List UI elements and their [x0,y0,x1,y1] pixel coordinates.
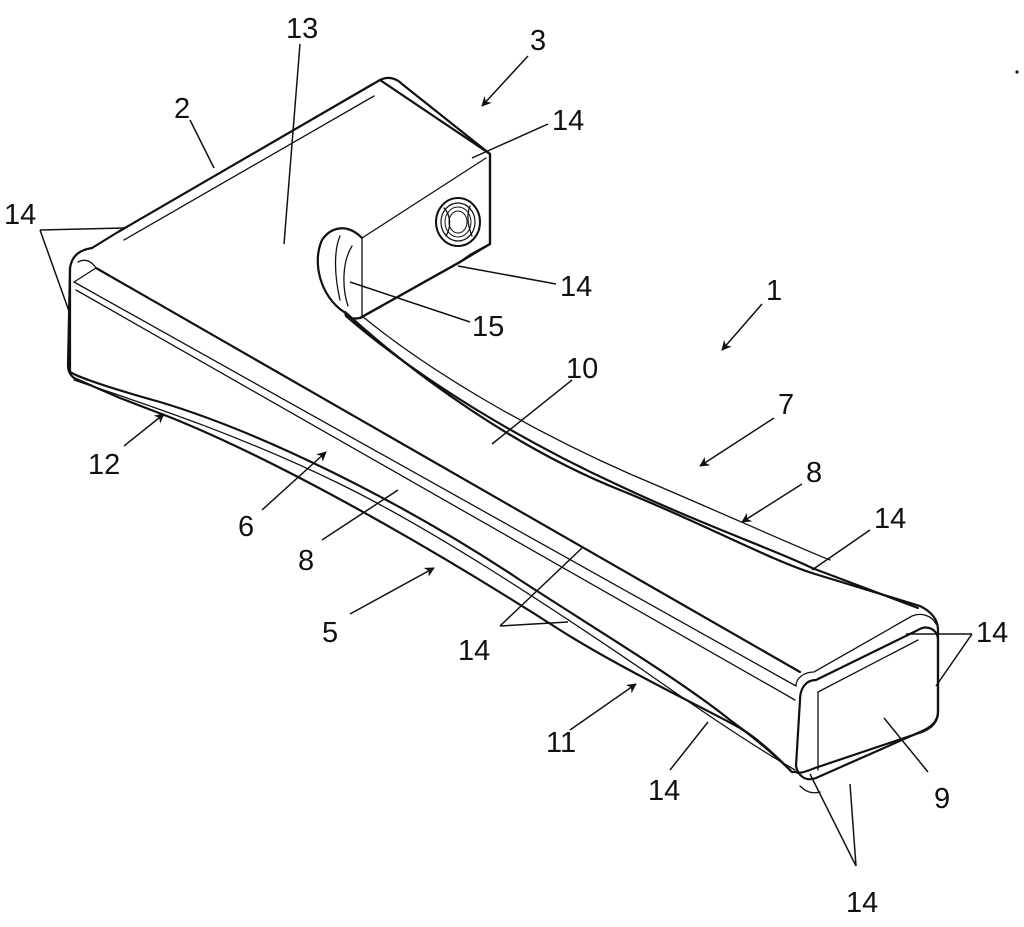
label-14-upper-right: 14 [874,503,906,535]
leader-lines [39,43,973,867]
label-14-block-bottom: 14 [560,271,592,303]
label-14-left: 14 [4,199,36,231]
handle-body [66,70,1019,794]
label-2: 2 [174,93,190,125]
label-6: 6 [238,511,254,543]
label-8-upper: 8 [806,457,822,489]
label-5: 5 [322,617,338,649]
label-13: 13 [286,13,318,45]
label-14-block-top: 14 [552,105,584,137]
label-7: 7 [778,389,794,421]
end-face-right [794,626,940,781]
label-8-lower: 8 [298,545,314,577]
reference-numerals: 1 2 3 5 6 7 8 8 9 10 11 12 13 14 14 14 1… [4,13,1008,919]
label-14-lower: 14 [648,775,680,807]
label-14-middle: 14 [458,635,490,667]
label-11: 11 [546,727,576,759]
label-14-right-end: 14 [976,617,1008,649]
label-3: 3 [530,25,546,57]
label-1: 1 [766,275,782,307]
threaded-hole [435,197,481,247]
label-12: 12 [88,449,120,481]
label-9: 9 [934,783,950,815]
mount-block [358,78,492,320]
label-15: 15 [472,311,504,343]
label-10: 10 [566,353,598,385]
label-14-bottom: 14 [846,887,878,919]
front-top-ridge [73,281,797,687]
